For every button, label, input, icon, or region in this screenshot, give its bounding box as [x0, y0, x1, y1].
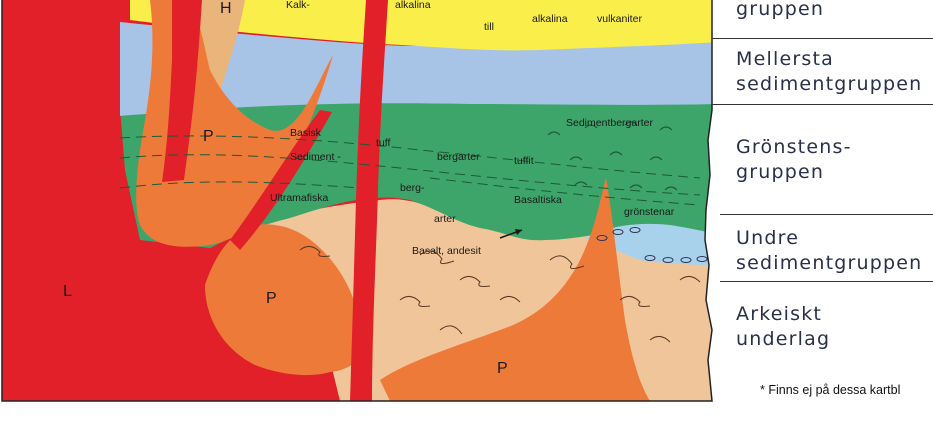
label-alkalina-1: alkalina: [395, 0, 431, 11]
label-p-right: P: [497, 360, 508, 377]
legend-divider-3: [720, 214, 933, 215]
label-arter: arter: [434, 213, 456, 225]
legend-group-2-line2: sedimentgruppen: [736, 72, 922, 97]
legend-footnote: * Finns ej på dessa kartbl: [760, 383, 900, 397]
legend-group-4-line1: Undre: [736, 226, 922, 251]
label-p-bottom: P: [266, 290, 277, 307]
legend-group-2: Mellersta sedimentgruppen: [736, 47, 922, 97]
legend-group-1: gruppen: [736, 0, 824, 22]
label-ultramafiska: Ultramafiska: [270, 192, 329, 204]
label-vulkaniter: vulkaniter: [597, 13, 642, 25]
label-p-left: P: [203, 128, 214, 145]
label-till: till: [484, 21, 494, 33]
legend-group-3-line1: Grönstens-: [736, 135, 852, 160]
legend-group-4-line2: sedimentgruppen: [736, 251, 922, 276]
legend-group-5: Arkeiskt underlag: [736, 302, 830, 352]
legend-group-5-line2: underlag: [736, 327, 830, 352]
label-gronstenar: grönstenar: [624, 206, 675, 218]
legend-group-2-line1: Mellersta: [736, 47, 922, 72]
legend-group-3-line2: gruppen: [736, 160, 852, 185]
label-basaltiska: Basaltiska: [514, 194, 562, 206]
label-tuff: tuff: [376, 137, 390, 149]
legend-group-3: Grönstens- gruppen: [736, 135, 852, 185]
label-basisk: Basisk: [290, 127, 322, 139]
legend-divider-4: [720, 281, 933, 282]
label-berg: berg-: [400, 182, 425, 194]
label-kalk: Kalk-: [286, 0, 310, 11]
label-l: L: [63, 283, 72, 300]
legend-group-4: Undre sedimentgruppen: [736, 226, 922, 276]
legend-divider-1: [712, 38, 933, 39]
label-h: H: [220, 0, 232, 17]
label-basalt-andesit: Basalt, andesit: [412, 245, 481, 257]
label-tuffit: tuffit: [514, 155, 534, 167]
label-bergarter: bergarter: [437, 151, 480, 163]
label-sediment: Sediment -: [290, 151, 341, 163]
legend-divider-2: [712, 104, 933, 105]
legend-group-1-line1: gruppen: [736, 0, 824, 22]
label-alkalina-2: alkalina: [532, 13, 568, 25]
legend-group-5-line1: Arkeiskt: [736, 302, 830, 327]
label-sedimentbergarter: Sedimentbergarter: [566, 117, 653, 129]
